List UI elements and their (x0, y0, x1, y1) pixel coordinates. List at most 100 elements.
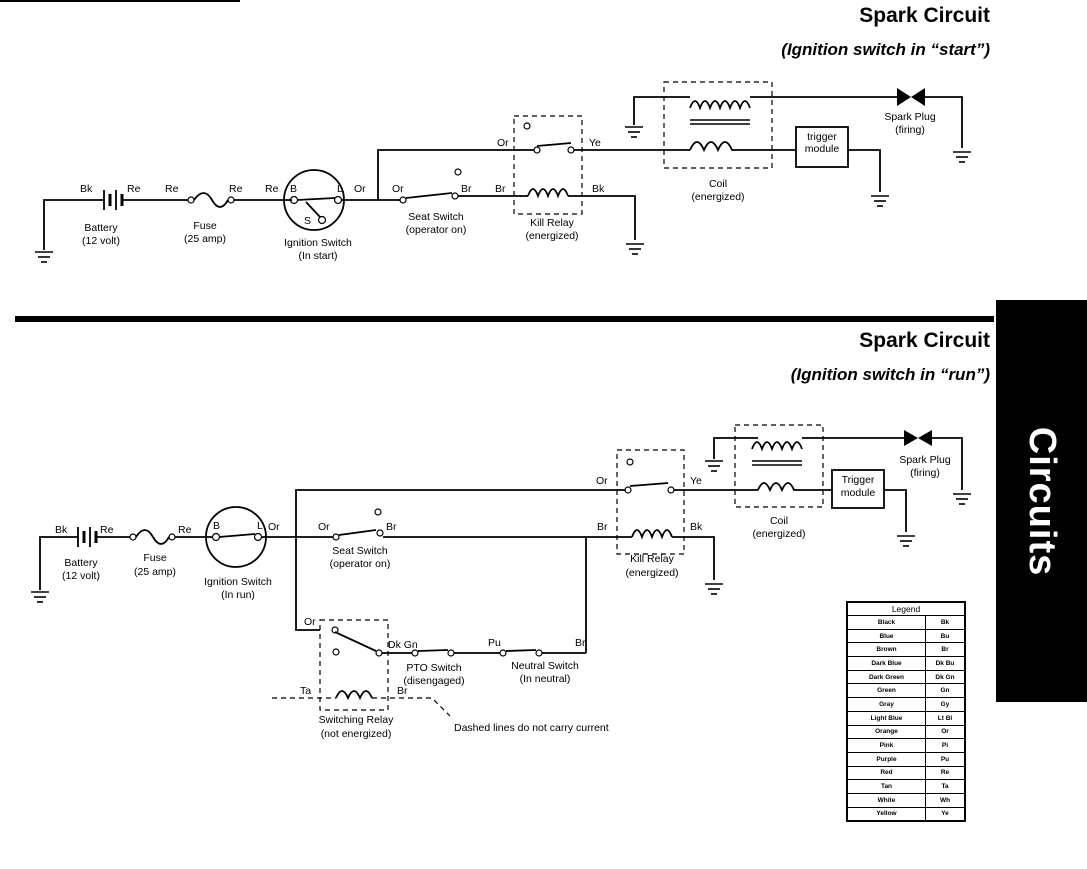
bottom-ignition-switch-symbol (205, 506, 267, 568)
bottom-wire-label: Pu (488, 637, 501, 649)
bottom-seat-switch-sublabel: (operator on) (330, 558, 391, 570)
bottom-wire-label: Or (268, 521, 280, 533)
top-wire-label: Bk (80, 183, 93, 195)
bottom-wire-label: Or (596, 475, 608, 487)
top-kill-relay-sublabel: (energized) (525, 230, 578, 242)
bottom-wire-label: Or (304, 616, 316, 628)
bottom-wire-label: Bk (55, 524, 68, 536)
bottom-switching-relay-box (319, 619, 389, 711)
section-divider (15, 316, 994, 322)
top-wire-label: Re (165, 183, 179, 195)
top-kill-relay-box (513, 115, 583, 215)
top-diagram-subtitle: (Ignition switch in “start”) (781, 40, 990, 59)
top-battery-label: Battery (84, 222, 118, 234)
top-edge-rule (0, 0, 240, 2)
top-seat-switch-symbol (405, 192, 453, 199)
bottom-spark-plug-symbol (904, 430, 918, 446)
top-diagram-title: Spark Circuit (859, 4, 990, 27)
top-wire-label: Re (265, 183, 279, 195)
bottom-pto-switch-label: PTO Switch (406, 662, 461, 674)
top-battery-ground (34, 251, 54, 263)
top-wire-label: Or (354, 183, 366, 195)
bottom-wire-label: Ta (300, 685, 311, 697)
bottom-kill-relay-ground (704, 583, 724, 595)
bottom-coil-label: Coil (770, 515, 788, 527)
bottom-neutral-switch-label: Neutral Switch (511, 660, 579, 672)
bottom-ignition-sublabel: (In run) (221, 589, 255, 601)
bottom-seat-switch-label: Seat Switch (332, 545, 388, 557)
top-wire-label: Re (229, 183, 243, 195)
bottom-spark-plug-sublabel: (firing) (910, 467, 940, 479)
bottom-trigger-sublabel: module (841, 487, 876, 499)
bottom-wire-label: Br (575, 637, 586, 649)
bottom-switching-relay-sublabel: (not energized) (321, 728, 392, 740)
bottom-wire-label: Br (597, 521, 608, 533)
circuits-side-tab: Circuits (996, 300, 1087, 702)
top-fuse-sublabel: (25 amp) (184, 233, 226, 245)
bottom-diagram-subtitle: (Ignition switch in “run”) (790, 365, 990, 384)
bottom-ignition-label: Ignition Switch (204, 576, 272, 588)
top-trigger-sublabel: module (805, 143, 840, 155)
bottom-neutral-switch-sublabel: (In neutral) (520, 673, 571, 685)
top-circuit: Bk Re Re Re Re Or Or Br Br Or Ye Bk B L … (34, 81, 972, 263)
top-ignition-sublabel: (In start) (298, 250, 337, 262)
bottom-terminal-b: B (213, 520, 220, 532)
bottom-kill-relay-box (616, 449, 685, 555)
top-wire-label: Re (127, 183, 141, 195)
top-terminal-s: S (304, 215, 311, 227)
top-coil-box (663, 81, 773, 169)
bottom-pto-switch-sublabel: (disengaged) (403, 675, 464, 687)
top-wire-label: Br (461, 183, 472, 195)
bottom-wire-label: Br (386, 521, 397, 533)
bottom-switching-relay-label: Switching Relay (319, 714, 394, 726)
bottom-trigger-label: Trigger (842, 474, 875, 486)
bottom-wire-label: Re (178, 524, 192, 536)
bottom-wire-label: Or (318, 521, 330, 533)
bottom-fuse-label: Fuse (143, 552, 167, 564)
top-kill-relay-ground (625, 243, 645, 255)
top-coil-label: Coil (709, 178, 727, 190)
bottom-kill-relay-sublabel: (energized) (625, 567, 678, 579)
bottom-spark-plug-label: Spark Plug (899, 454, 951, 466)
top-fuse-label: Fuse (193, 220, 217, 232)
bottom-wire-label: Re (100, 524, 114, 536)
top-terminal-l: L (337, 183, 343, 195)
top-wire-label: Bk (592, 183, 605, 195)
bottom-pto-switch-symbol (417, 649, 449, 652)
bottom-fuse-sublabel: (25 amp) (134, 566, 176, 578)
top-battery-symbol (103, 190, 124, 210)
bottom-wire-label: Dk Gn (388, 639, 418, 651)
top-battery-sublabel: (12 volt) (82, 235, 120, 247)
top-spark-plug-sublabel: (firing) (895, 124, 925, 136)
top-trigger-label: trigger (807, 131, 837, 143)
dashed-lines-note: Dashed lines do not carry current (454, 722, 609, 734)
bottom-neutral-switch-symbol (505, 649, 537, 652)
top-seat-switch-sublabel: (operator on) (406, 224, 467, 236)
top-terminal-b: B (290, 183, 297, 195)
top-wire-label: Br (495, 183, 506, 195)
bottom-trigger-module-box (831, 469, 885, 509)
bottom-battery-ground (30, 591, 50, 603)
top-fuse-symbol (193, 192, 229, 208)
top-trigger-module-box (795, 126, 849, 168)
bottom-wire-label: Br (397, 685, 408, 697)
bottom-kill-relay-label: Kill Relay (630, 553, 675, 565)
top-wire-label: Ye (589, 137, 601, 149)
bottom-terminal-l: L (257, 520, 263, 532)
bottom-wire-label: Ye (690, 475, 702, 487)
top-ignition-label: Ignition Switch (284, 237, 352, 249)
